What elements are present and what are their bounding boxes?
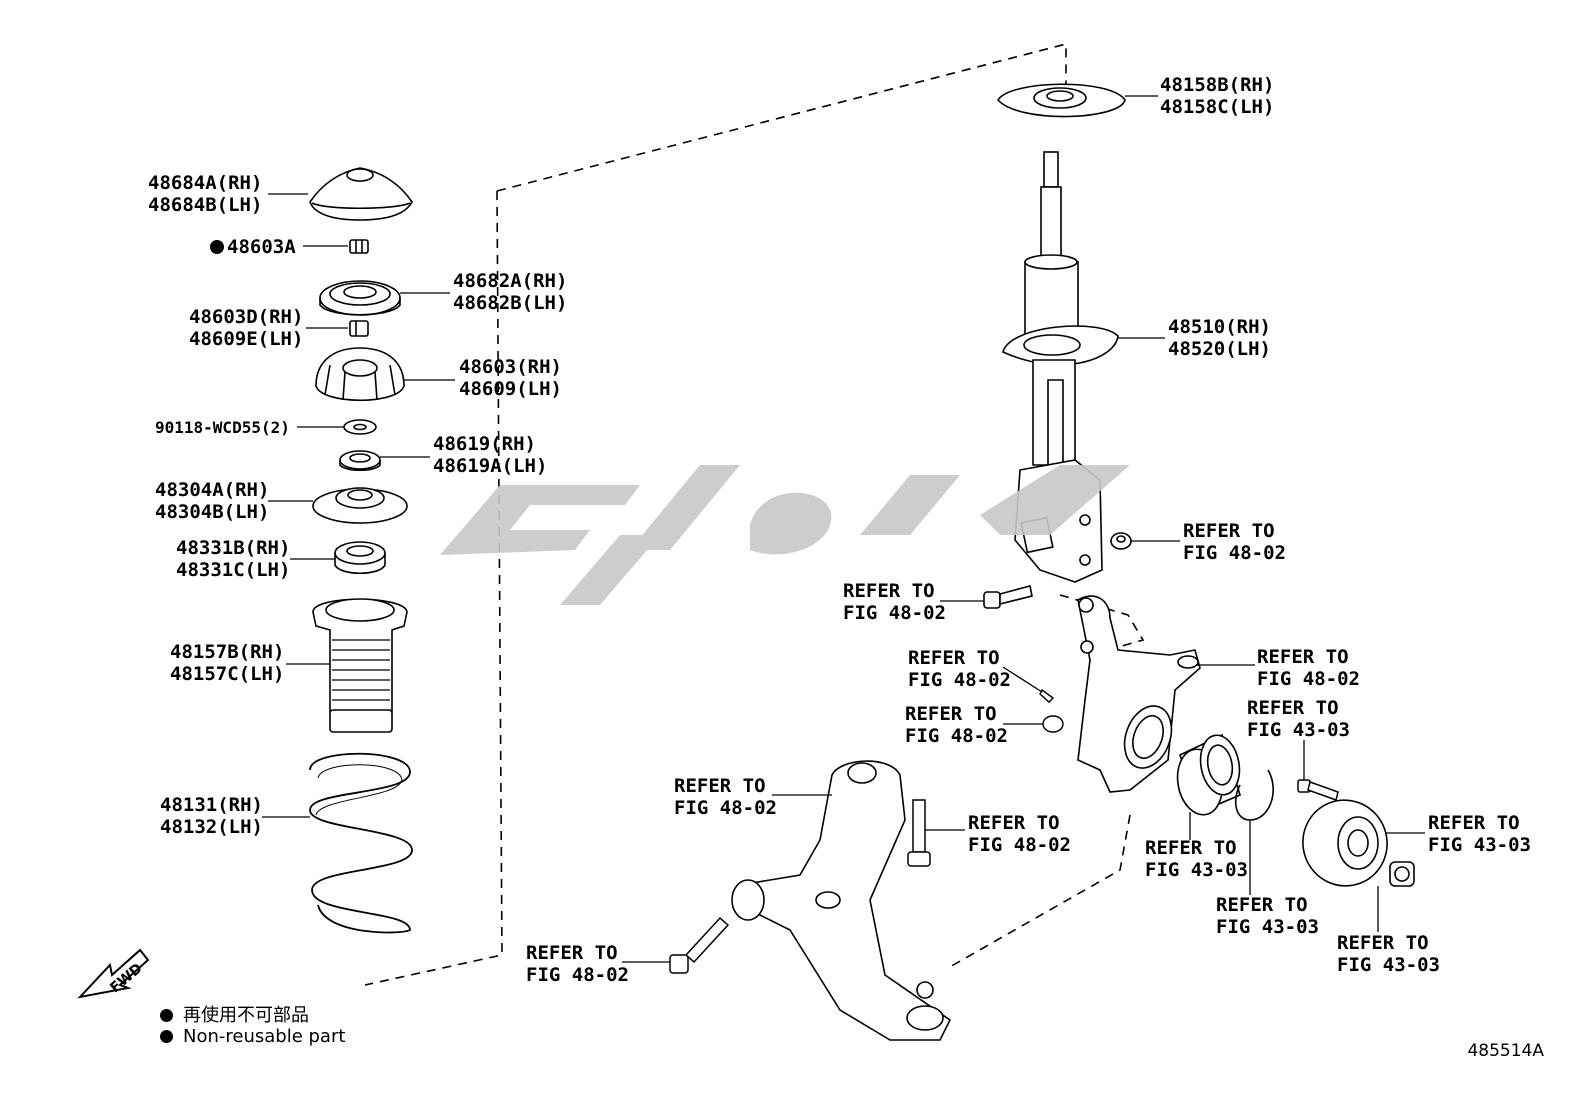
spacer-48619 (339, 450, 381, 472)
part-number: 48684B(LH) (148, 194, 263, 216)
bound-stopper-48331 (334, 541, 386, 574)
label-48331: 48331B(RH)48331C(LH) (176, 537, 290, 581)
part-number: 48609(LH) (459, 378, 562, 400)
part-number: 48331C(LH) (176, 559, 291, 581)
label-48684: 48684A(RH)48684B(LH) (148, 172, 262, 216)
lower-control-arm (731, 760, 952, 1041)
hub-bolt (1297, 779, 1339, 801)
label-48304: 48304A(RH)48304B(LH) (155, 479, 269, 523)
non-reusable-dot-icon (210, 240, 224, 254)
part-number: 48157C(LH) (170, 663, 285, 685)
upper-dust-cap (309, 167, 413, 221)
part-number: 48304B(LH) (155, 501, 270, 523)
part-number: 48158C(LH) (1160, 96, 1275, 118)
fwd-arrow-icon: FWD (77, 948, 150, 999)
label-48158: 48158B(RH)48158C(LH) (1160, 74, 1274, 118)
part-number: 48603A (227, 236, 296, 258)
label-48510: 48510(RH)48520(LH) (1168, 316, 1271, 360)
part-number: 48619(RH) (433, 433, 536, 455)
part-number: 48131(RH) (160, 794, 263, 816)
lower-arm-bolt-horizontal (669, 916, 730, 974)
label-48603: 48603(RH)48609(LH) (459, 356, 562, 400)
label-90118: 90118-WCD55(2) (155, 417, 290, 439)
strut-top-plate-48158 (997, 83, 1126, 118)
legend-non-reusable-en: Non-reusable part (160, 1026, 345, 1047)
hub-bearing (1176, 733, 1241, 816)
part-number: 48304A(RH) (155, 479, 270, 501)
watermark (440, 465, 1130, 605)
nut-48603d (349, 320, 369, 337)
label-48619: 48619(RH)48619A(LH) (433, 433, 547, 477)
part-number: 48603(RH) (459, 356, 562, 378)
small-bolt-knuckle (1039, 688, 1064, 733)
part-number: 48132(LH) (160, 816, 263, 838)
label-48603d: 48603D(RH)48609E(LH) (189, 306, 303, 350)
leader-lines (262, 95, 1425, 963)
part-number: 48684A(RH) (148, 172, 263, 194)
part-number: 48520(LH) (1168, 338, 1271, 360)
steering-knuckle (1077, 595, 1201, 793)
figure-number: 485514A (1467, 1041, 1544, 1061)
nut-48603a (349, 239, 369, 254)
part-number: 48682A(RH) (453, 270, 568, 292)
part-number: 48603D(RH) (189, 306, 304, 328)
washer-90118 (343, 419, 377, 435)
dust-boot-48157 (312, 598, 408, 733)
label-48131: 48131(RH)48132(LH) (160, 794, 263, 838)
part-number: 48682B(LH) (453, 292, 568, 314)
hub-nut (1389, 861, 1415, 887)
legend-text: Non-reusable part (183, 1026, 346, 1047)
part-number: 48609E(LH) (189, 328, 304, 350)
legend-non-reusable-jp: 再使用不可部品 (160, 1001, 309, 1027)
filled-dot-icon (160, 1009, 173, 1022)
strut-mount-48603 (315, 347, 405, 401)
snap-ring (1234, 769, 1274, 821)
lower-arm-bolt-vertical (907, 799, 931, 867)
label-48603a: 48603A (210, 236, 296, 258)
spring-upper-seat-48304 (312, 487, 408, 524)
part-number: 48157B(RH) (170, 641, 285, 663)
part-number: 48510(RH) (1168, 316, 1271, 338)
legend-text: 再使用不可部品 (183, 1005, 309, 1026)
mount-bearing-48682 (319, 280, 401, 316)
part-number: 90118-WCD55(2) (155, 418, 290, 437)
axle-hub (1302, 799, 1388, 887)
filled-dot-icon (160, 1030, 173, 1043)
coil-spring-48131 (309, 752, 413, 934)
part-number: 48619A(LH) (433, 455, 548, 477)
part-number: 48158B(RH) (1160, 74, 1275, 96)
label-48157: 48157B(RH)48157C(LH) (170, 641, 284, 685)
bolt-strut (983, 585, 1033, 609)
part-number: 48331B(RH) (176, 537, 291, 559)
label-48682: 48682A(RH)48682B(LH) (453, 270, 567, 314)
